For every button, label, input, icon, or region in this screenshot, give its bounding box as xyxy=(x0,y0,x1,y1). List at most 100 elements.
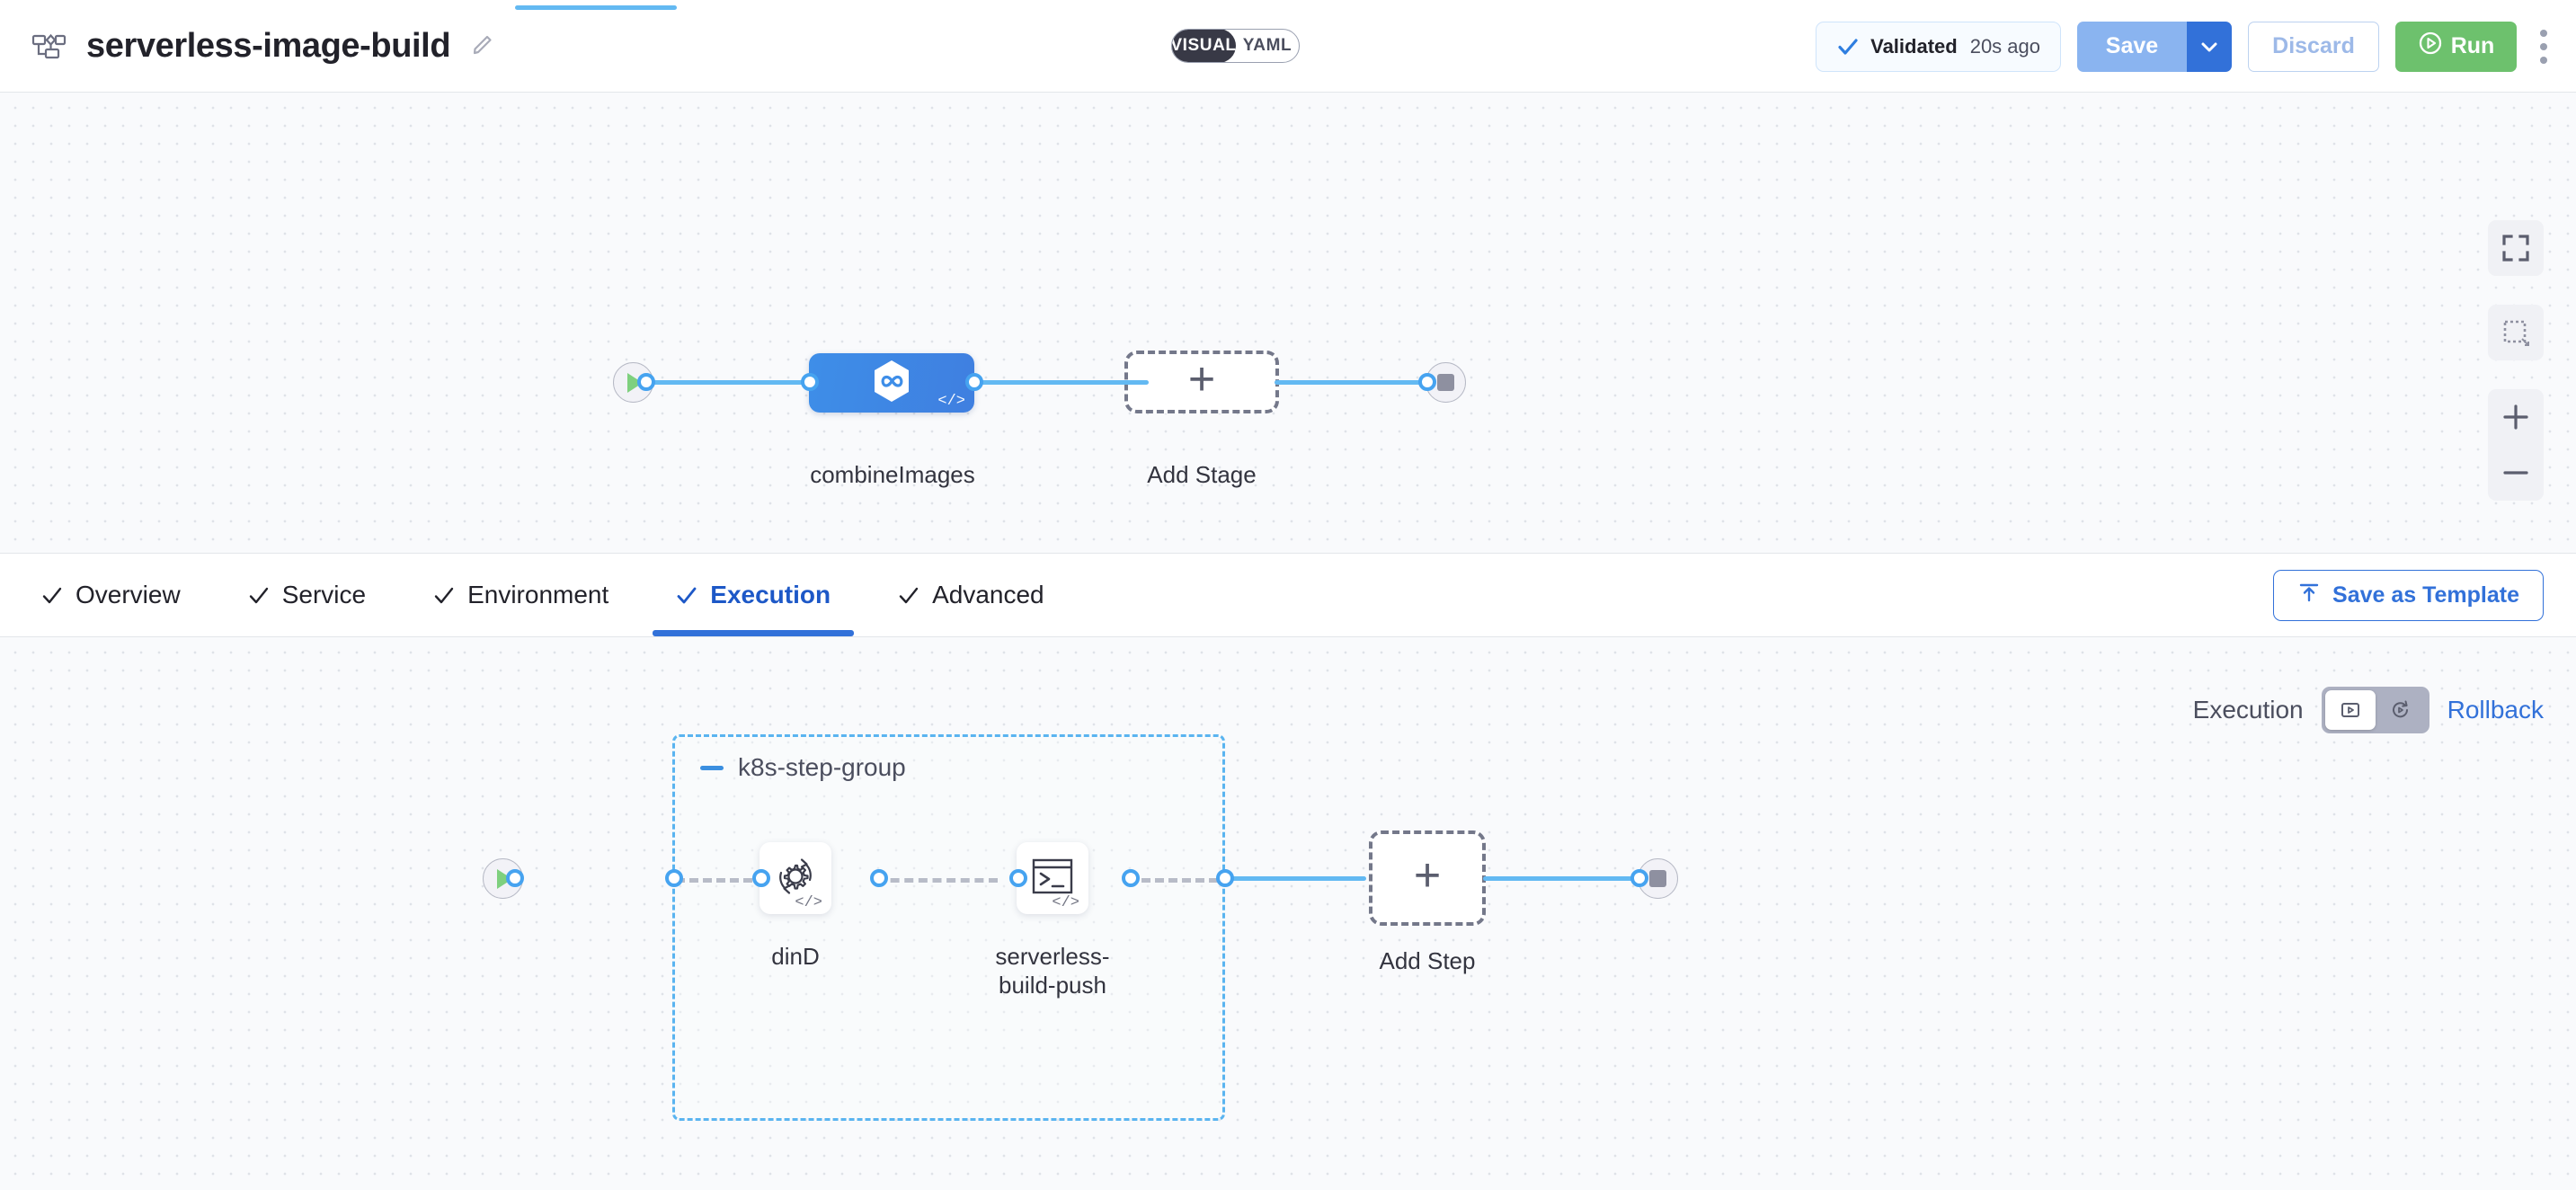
edge-stage-to-addstage xyxy=(969,380,1149,385)
port-start-out[interactable] xyxy=(637,373,655,391)
pencil-edit-icon[interactable] xyxy=(466,31,497,61)
step-label-serverless-build-push: serverless- build-push xyxy=(972,943,1133,999)
tab-advanced[interactable]: Advanced xyxy=(898,554,1044,636)
validated-time: 20s ago xyxy=(1969,34,2040,58)
check-icon xyxy=(41,584,63,606)
plus-icon: + xyxy=(1187,353,1216,405)
check-icon xyxy=(676,584,697,606)
stage-node-combineimages[interactable]: </> xyxy=(809,353,974,413)
stage-tabbar: Overview Service Environment Execution A… xyxy=(0,554,2576,637)
validated-label: Validated xyxy=(1870,34,1958,58)
save-as-template-label: Save as Template xyxy=(2332,582,2519,608)
plus-icon: + xyxy=(1413,849,1442,901)
code-badge-icon: </> xyxy=(795,894,822,911)
app-header: serverless-image-build VISUAL YAML Valid… xyxy=(0,0,2576,93)
execution-label: Execution xyxy=(2192,696,2304,724)
edge-dind-to-serverless xyxy=(876,878,998,883)
port-group-out[interactable] xyxy=(1216,869,1234,887)
edge-addstep-to-end xyxy=(1483,876,1645,881)
port-dind-in[interactable] xyxy=(752,869,770,887)
tab-list: Overview Service Environment Execution A… xyxy=(41,554,1112,636)
port-stage-in[interactable] xyxy=(801,373,819,391)
kebab-menu-icon[interactable] xyxy=(2538,29,2549,64)
chevron-down-icon[interactable] xyxy=(2187,21,2232,72)
save-as-template-button[interactable]: Save as Template xyxy=(2273,570,2544,621)
harness-ci-hexagon-icon xyxy=(868,358,915,409)
tab-label: Advanced xyxy=(932,581,1044,608)
zoom-out-button[interactable] xyxy=(2488,445,2544,501)
execution-canvas[interactable]: Execution Rollback k8s-step-group xyxy=(0,5,2576,1190)
rollback-label[interactable]: Rollback xyxy=(2447,696,2544,724)
tab-label: Overview xyxy=(76,581,181,608)
save-button[interactable]: Save xyxy=(2077,21,2187,72)
edge-serverless-to-groupend xyxy=(1128,878,1231,883)
rotate-play-icon[interactable] xyxy=(2376,690,2426,730)
play-in-box-icon[interactable] xyxy=(2324,690,2376,730)
tab-label: Execution xyxy=(710,581,831,608)
port-serverless-out[interactable] xyxy=(1122,869,1140,887)
port-serverless-in[interactable] xyxy=(1009,869,1027,887)
port-stage-out[interactable] xyxy=(965,373,983,391)
code-badge-icon: </> xyxy=(1052,894,1079,911)
port-exec-start-out[interactable] xyxy=(506,869,524,887)
step-label-dind: dinD xyxy=(771,943,820,970)
check-icon xyxy=(898,584,919,606)
execution-rollback-toggle[interactable] xyxy=(2321,687,2429,733)
run-button[interactable]: Run xyxy=(2395,21,2517,72)
tab-service[interactable]: Service xyxy=(248,554,366,636)
step-node-serverless-build-push[interactable]: </> xyxy=(1017,842,1088,914)
discard-button[interactable]: Discard xyxy=(2248,21,2379,72)
step-label-line2: build-push xyxy=(999,971,1106,999)
toggle-yaml[interactable]: YAML xyxy=(1242,36,1292,55)
execution-rollback-switch: Execution Rollback xyxy=(2193,687,2544,733)
add-step-button[interactable]: + xyxy=(1369,830,1486,926)
dashed-square-icon[interactable] xyxy=(2488,305,2544,360)
code-badge-icon: </> xyxy=(937,393,965,410)
step-group-k8s[interactable]: k8s-step-group xyxy=(672,734,1225,1121)
tab-label: Service xyxy=(281,581,367,608)
save-button-group: Save xyxy=(2077,21,2232,72)
header-left-group: serverless-image-build xyxy=(31,27,497,66)
check-icon xyxy=(248,584,270,606)
tab-label: Environment xyxy=(467,581,609,608)
port-end-in[interactable] xyxy=(1418,373,1436,391)
step-group-header[interactable]: k8s-step-group xyxy=(700,753,906,782)
tab-environment[interactable]: Environment xyxy=(433,554,608,636)
fit-screen-icon[interactable] xyxy=(2488,220,2544,276)
port-group-in[interactable] xyxy=(665,869,683,887)
upload-template-icon xyxy=(2297,581,2321,610)
add-step-label: Add Step xyxy=(1379,947,1476,974)
zoom-controls xyxy=(2488,389,2544,501)
header-actions: Validated 20s ago Save Discard Run xyxy=(1816,0,2576,93)
stop-square-icon xyxy=(1437,374,1454,391)
edge-group-to-addstep xyxy=(1222,876,1366,881)
tab-overview[interactable]: Overview xyxy=(41,554,181,636)
toggle-visual[interactable]: VISUAL xyxy=(1172,30,1236,62)
edge-group-to-dind xyxy=(676,878,766,883)
check-icon xyxy=(433,584,455,606)
status-badge: Validated 20s ago xyxy=(1816,21,2061,72)
play-circle-icon xyxy=(2418,31,2443,62)
execution-start-node[interactable] xyxy=(483,858,523,899)
stage-label-combineimages: combineImages xyxy=(810,461,975,488)
tab-execution[interactable]: Execution xyxy=(653,554,854,636)
pipeline-flow-icon xyxy=(31,28,67,64)
terminal-icon xyxy=(1029,853,1076,904)
add-stage-label: Add Stage xyxy=(1147,461,1257,488)
port-dind-out[interactable] xyxy=(870,869,888,887)
port-exec-end-in[interactable] xyxy=(1630,869,1648,887)
edge-start-to-stage xyxy=(645,380,816,385)
visual-yaml-toggle[interactable]: VISUAL YAML xyxy=(1171,29,1300,63)
step-label-line1: serverless- xyxy=(995,943,1110,970)
stage-canvas[interactable]: </> combineImages + Add Stage xyxy=(0,93,2576,554)
minus-icon[interactable] xyxy=(700,765,724,770)
stop-square-icon xyxy=(1649,870,1666,887)
gear-rotate-icon xyxy=(770,851,821,906)
zoom-in-button[interactable] xyxy=(2488,389,2544,445)
page-title: serverless-image-build xyxy=(86,26,451,65)
step-node-dind[interactable]: </> xyxy=(759,842,831,914)
run-label: Run xyxy=(2450,33,2495,58)
canvas-controls xyxy=(2488,220,2544,501)
edge-start-to-group xyxy=(515,5,677,10)
step-group-title: k8s-step-group xyxy=(738,753,906,781)
